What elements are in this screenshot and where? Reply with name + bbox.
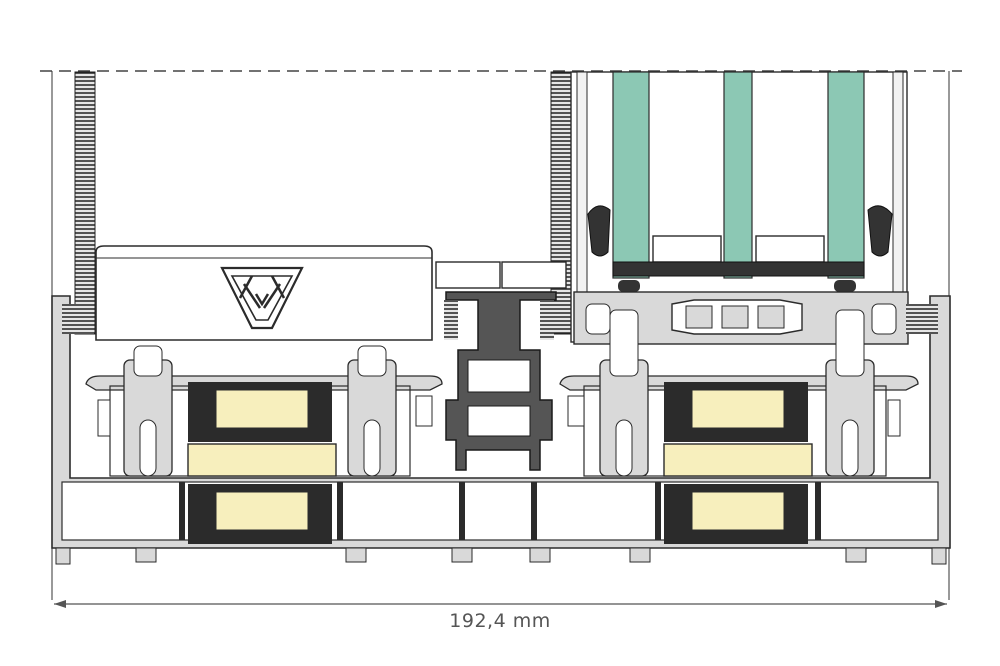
left-roller-2 xyxy=(347,345,397,477)
spacer-block-right xyxy=(501,261,567,289)
left-thermal-break-lower xyxy=(188,484,332,544)
dimension-label: 192,4 mm xyxy=(449,610,551,632)
left-thermal-break-upper xyxy=(188,382,332,442)
setting-block-left xyxy=(618,280,640,292)
right-roller-1 xyxy=(599,309,649,477)
glass-spacer-1 xyxy=(652,235,722,263)
glazing-gasket-right xyxy=(867,205,893,257)
glass-spacer-2 xyxy=(755,235,825,263)
left-roller-1 xyxy=(123,345,173,477)
glass-pane-1 xyxy=(612,71,650,279)
brush-seal-left-outer xyxy=(74,71,96,335)
glazing-gasket-left xyxy=(587,205,611,257)
glass-pane-2 xyxy=(723,71,753,279)
left-insulation-bar xyxy=(187,443,337,477)
setting-block-right xyxy=(834,280,856,292)
right-thermal-break-upper xyxy=(664,382,808,442)
glass-sealant xyxy=(612,261,865,277)
interlock-chamber-2 xyxy=(467,405,531,437)
right-insulation-bar xyxy=(663,443,813,477)
interlock-brush-right xyxy=(540,300,554,340)
interlock-chamber-1 xyxy=(467,359,531,393)
right-roller-2 xyxy=(825,309,875,477)
dimension-line xyxy=(54,600,947,608)
spacer-block-left xyxy=(435,261,501,289)
interlock-brush-left xyxy=(444,300,458,340)
glass-pane-3 xyxy=(827,71,865,279)
brand-logo-icon xyxy=(220,266,304,330)
right-thermal-break-lower xyxy=(664,484,808,544)
